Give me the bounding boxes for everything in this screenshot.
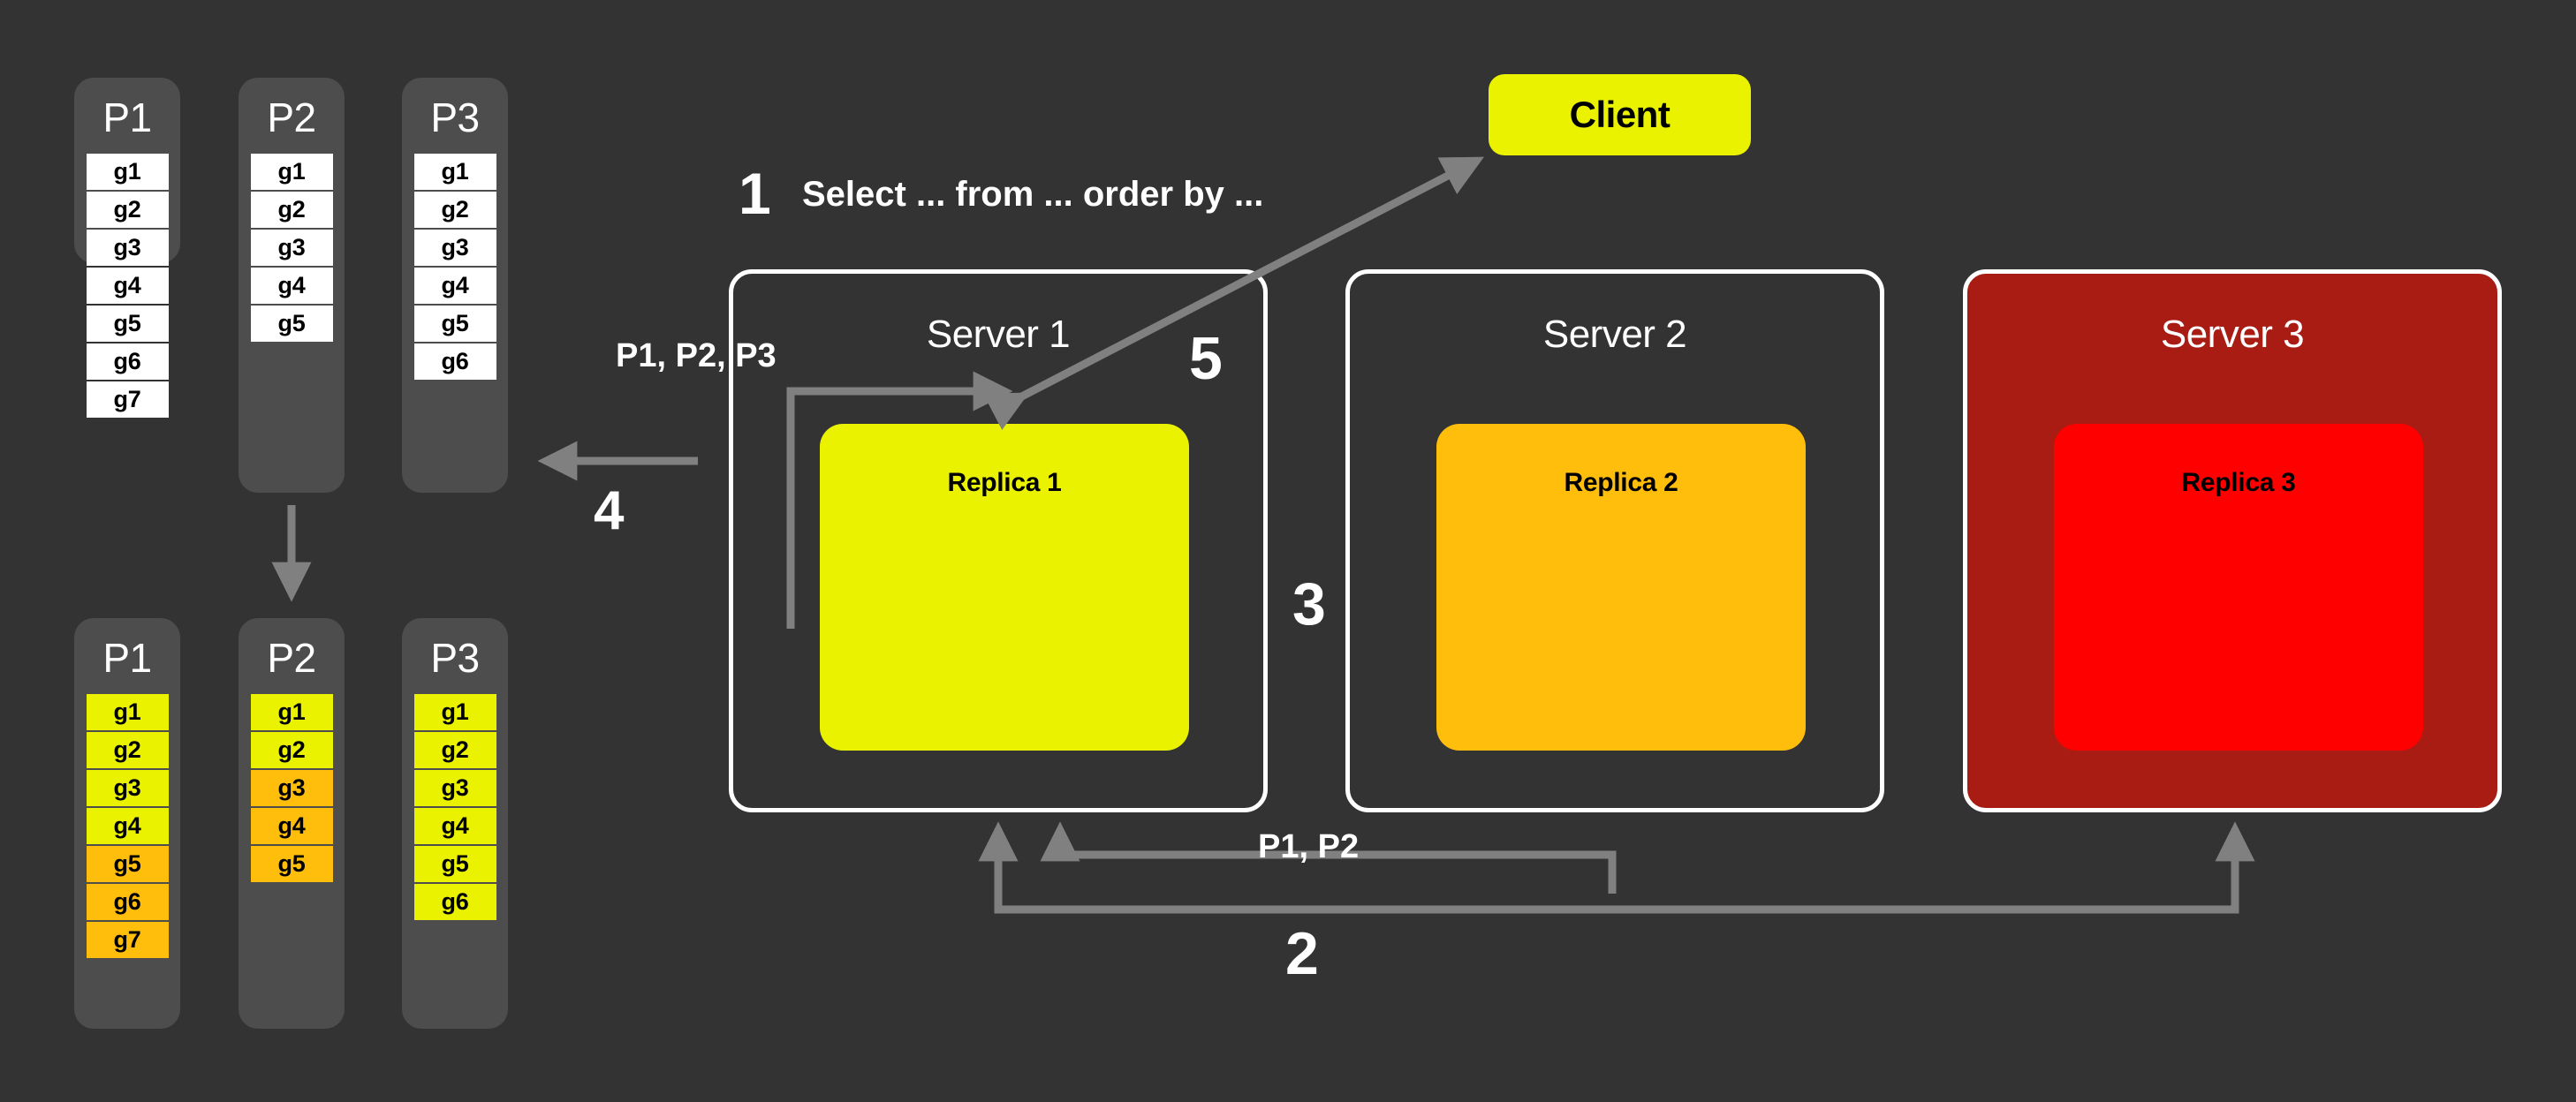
partition-cell: g1	[86, 694, 169, 730]
partition-cell: g5	[250, 306, 333, 342]
step-number-2: 2	[1285, 920, 1319, 987]
partition-cell: g3	[250, 230, 333, 266]
partition-cell: g6	[413, 884, 496, 920]
partition-cells: g1 g2 g3 g4 g5	[250, 154, 333, 342]
partition-cell: g4	[250, 268, 333, 304]
partition-cell: g4	[413, 268, 496, 304]
partition-cell: g1	[250, 694, 333, 730]
replica-1-box[interactable]: Replica 1	[820, 424, 1189, 751]
server-1-title: Server 1	[926, 313, 1071, 356]
partition-cell: g3	[86, 230, 169, 266]
step-number-3: 3	[1292, 570, 1326, 638]
partition-cell: g4	[250, 808, 333, 844]
server-2-box[interactable]: Server 2 Replica 2	[1345, 269, 1884, 812]
server-2-title: Server 2	[1542, 313, 1687, 356]
partition-cell: g5	[413, 306, 496, 342]
query-label: Select ... from ... order by ...	[802, 175, 1264, 214]
arrow-step-2-outer	[978, 821, 2255, 914]
server-3-title: Server 3	[2160, 313, 2305, 356]
partition-cell: g2	[86, 192, 169, 228]
partition-cell: g4	[86, 268, 169, 304]
partition-title: P1	[102, 635, 152, 681]
partition-cell: g6	[413, 343, 496, 380]
partition-cell: g2	[250, 192, 333, 228]
partition-title: P1	[102, 94, 152, 140]
replica-2-label: Replica 2	[1564, 468, 1678, 497]
partition-cell: g1	[413, 694, 496, 730]
partition-column-after-p1: P1 g1 g2 g3 g4 g5 g6 g7	[74, 618, 180, 1029]
partition-title: P2	[267, 635, 316, 681]
partition-cell: g6	[86, 343, 169, 380]
partition-cell: g4	[413, 808, 496, 844]
partition-cell: g4	[86, 808, 169, 844]
partitions-p1p2-label: P1, P2	[1258, 828, 1360, 865]
partition-cell: g1	[250, 154, 333, 190]
step-number-1: 1	[739, 161, 771, 226]
partition-cells: g1 g2 g3 g4 g5 g6	[413, 154, 496, 380]
partition-cells: g1 g2 g3 g4 g5 g6 g7	[86, 154, 169, 418]
partition-cell: g5	[250, 846, 333, 882]
partition-cell: g2	[413, 732, 496, 768]
partition-cell: g3	[250, 770, 333, 806]
partition-column-before-p2: P2 g1 g2 g3 g4 g5	[239, 78, 345, 493]
partition-cell: g5	[413, 846, 496, 882]
partition-column-before-p1: P1 g1 g2 g3 g4 g5 g6 g7	[74, 78, 180, 418]
partition-column-after-p3: P3 g1 g2 g3 g4 g5 g6	[402, 618, 508, 1029]
partition-cell: g3	[86, 770, 169, 806]
client-box[interactable]: Client	[1489, 74, 1751, 155]
partition-cells: g1 g2 g3 g4 g5 g6	[413, 694, 496, 920]
partitions-all-label: P1, P2, P3	[616, 337, 777, 374]
partition-cell: g7	[86, 922, 169, 958]
replica-2-box[interactable]: Replica 2	[1436, 424, 1806, 751]
partition-cell: g2	[413, 192, 496, 228]
replica-1-label: Replica 1	[947, 468, 1062, 497]
partition-title: P2	[267, 94, 316, 140]
partition-title: P3	[430, 635, 480, 681]
step-number-4: 4	[594, 480, 625, 541]
partition-title: P3	[430, 94, 480, 140]
partition-cell: g3	[413, 770, 496, 806]
server-1-box[interactable]: Server 1 Replica 1	[729, 269, 1268, 812]
partition-cell: g1	[86, 154, 169, 190]
client-label: Client	[1569, 94, 1671, 135]
partition-cell: g5	[86, 306, 169, 342]
partition-cells: g1 g2 g3 g4 g5 g6 g7	[86, 694, 169, 958]
step-number-5: 5	[1189, 325, 1223, 392]
server-3-box[interactable]: Server 3 Replica 3	[1963, 269, 2502, 812]
partition-cell: g7	[86, 381, 169, 418]
partition-column-after-p2: P2 g1 g2 g3 g4 g5	[239, 618, 345, 1029]
partition-cell: g3	[413, 230, 496, 266]
replica-3-label: Replica 3	[2181, 468, 2296, 497]
partition-cell: g5	[86, 846, 169, 882]
partition-cell: g2	[86, 732, 169, 768]
partition-cell: g1	[413, 154, 496, 190]
partition-cell: g6	[86, 884, 169, 920]
partition-cells: g1 g2 g3 g4 g5	[250, 694, 333, 882]
partition-column-before-p3: P3 g1 g2 g3 g4 g5 g6	[402, 78, 508, 493]
partition-cell: g2	[250, 732, 333, 768]
replica-3-box[interactable]: Replica 3	[2054, 424, 2423, 751]
